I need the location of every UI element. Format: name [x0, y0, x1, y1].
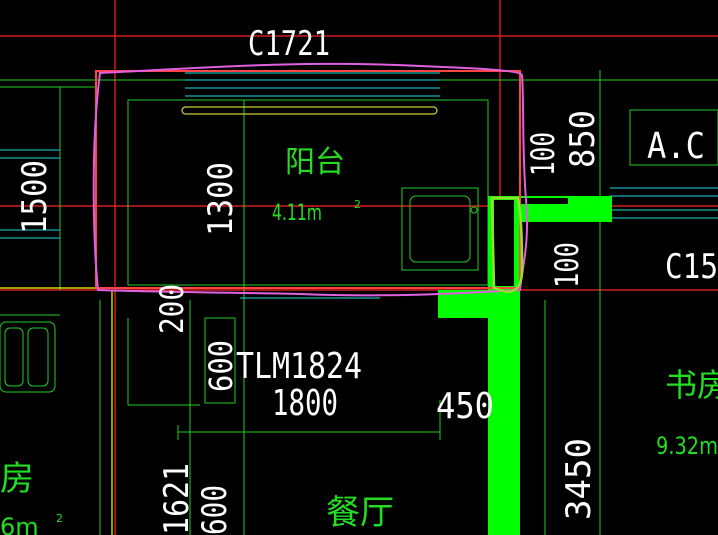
dim-100-label: 100 [548, 242, 586, 288]
study-name: 书房 [665, 366, 718, 404]
kitchen-sink-bowl-b [27, 327, 49, 387]
washing-machine-outer [401, 187, 479, 271]
window-lines [0, 72, 718, 299]
door-frame [204, 317, 236, 404]
wall-balcony-bottom [438, 290, 520, 318]
kitchen-name: 房 [0, 459, 34, 499]
dim-3450-label: 3450 [559, 438, 599, 520]
opening-lime-outline [490, 196, 524, 294]
window-c1721-label: C1721 [248, 24, 330, 64]
dining-name: 餐厅 [326, 493, 394, 533]
balcony-name: 阳台 [285, 145, 345, 180]
kitchen-area: 6m [0, 513, 39, 535]
dim-600-label: 600 [202, 340, 240, 392]
balcony-area-sup: 2 [354, 198, 361, 211]
washing-machine-knob [470, 206, 478, 214]
dim-450-label: 450 [436, 386, 494, 427]
ac-label: A.C [647, 126, 705, 167]
wall-gap [520, 198, 568, 204]
ac-box [629, 109, 718, 166]
balcony-inner-outline [127, 99, 489, 286]
highlight-annotations [92, 62, 529, 297]
dim-850-label: 850 [563, 110, 603, 168]
dim-100-top-label: 100 [524, 132, 562, 176]
dim-600-bottom-label: 600 [195, 485, 235, 535]
study-area: 9.32m [656, 432, 718, 460]
dim-1800-label: 1800 [272, 383, 338, 424]
dim-1621-label: 1621 [157, 463, 197, 535]
balcony-red-outline [95, 70, 521, 289]
kitchen-area-sup: 2 [56, 512, 63, 525]
dim-1500-label: 1500 [15, 160, 55, 234]
drying-rack [181, 106, 438, 115]
wall-opening [494, 200, 514, 286]
dim-1300-label: 1300 [201, 162, 241, 236]
washing-machine-inner [409, 195, 471, 263]
dim-200-label: 200 [153, 284, 191, 334]
balcony-area: 4.11m [272, 201, 322, 226]
kitchen-sink [0, 321, 56, 393]
kitchen-sink-bowl-a [4, 327, 24, 387]
wall-openings [494, 198, 568, 286]
window-c15-label: C15 [665, 247, 718, 287]
door-tlm1824-label: TLM1824 [236, 346, 362, 387]
